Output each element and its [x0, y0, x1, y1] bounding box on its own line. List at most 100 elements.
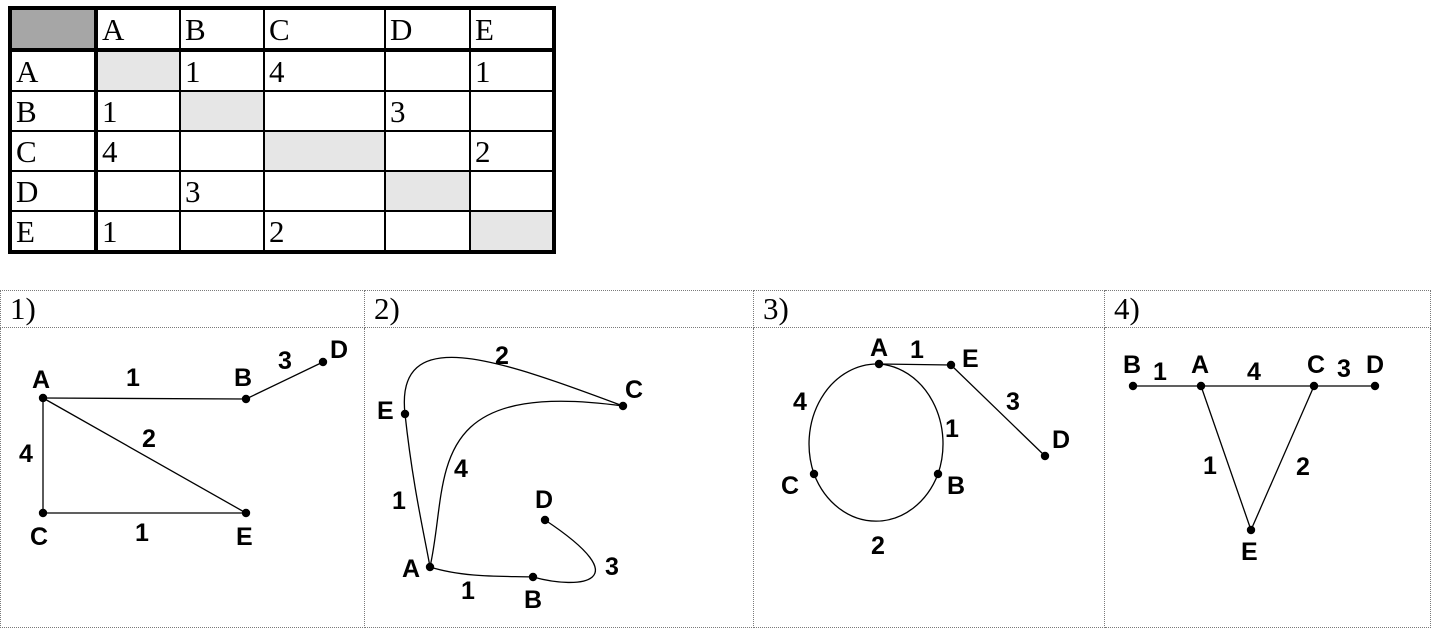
table-cell: 1	[469, 49, 555, 92]
vertex-label-c: C	[1307, 351, 1325, 379]
vertex-label-a: A	[870, 334, 888, 362]
table-cell-diagonal	[179, 90, 265, 132]
table-cell	[179, 210, 265, 253]
vertex-b	[528, 572, 538, 582]
edge-c-e	[1250, 385, 1315, 531]
vertex-b	[1128, 381, 1138, 391]
vertex-d	[1370, 381, 1380, 391]
table-row-header: E	[9, 210, 98, 253]
table-cell	[384, 49, 471, 92]
table-row-header: D	[9, 170, 98, 212]
edge-a-c	[808, 363, 880, 475]
edge-weight-a-c: 4	[793, 388, 807, 416]
vertex-c	[38, 508, 48, 518]
table-col-header: E	[469, 7, 555, 52]
edge-weight-c-e: 1	[135, 519, 149, 547]
edge-weight-a-e: 1	[1203, 452, 1217, 480]
edge-weight-a-e: 1	[910, 336, 924, 364]
vertex-label-b: B	[947, 472, 965, 500]
vertex-d	[1040, 451, 1050, 461]
edge-a-e	[1200, 385, 1252, 531]
table-col-header: C	[263, 7, 386, 52]
option-1-cell: A B D C E 1 3 4 2 1	[0, 327, 365, 628]
table-header-row: A B C D E	[9, 7, 555, 52]
table-cell: 3	[384, 90, 471, 132]
edge-weight-e-c: 2	[495, 342, 509, 370]
table-cell-diagonal	[95, 49, 181, 92]
edge-a-e	[878, 363, 952, 366]
table-row: B 1 3	[9, 90, 555, 132]
table-cell: 4	[95, 130, 181, 172]
graph-option-4: B A C D E 1 4 3 1 2	[1123, 351, 1384, 566]
vertex-c	[809, 469, 819, 479]
vertex-label-e: E	[962, 345, 979, 373]
edge-a-b	[42, 397, 247, 400]
table-col-header: D	[384, 7, 471, 52]
vertex-label-d: D	[535, 486, 553, 514]
table-cell: 1	[95, 210, 181, 253]
table-cell: 1	[95, 90, 181, 132]
vertex-label-c: C	[625, 376, 643, 404]
edge-weight-c-e: 2	[1296, 453, 1310, 481]
vertex-label-a: A	[1191, 351, 1209, 379]
edge-weight-a-b: 1	[945, 415, 959, 443]
vertex-d	[540, 515, 550, 525]
adjacency-table: A B C D E A 1 4 1 B 1 3 C 4 2 D 3 E 1	[8, 6, 556, 254]
vertex-label-b: B	[1123, 351, 1141, 379]
vertex-c	[618, 401, 628, 411]
edge-weight-a-c: 4	[454, 455, 468, 483]
edge-e-a	[404, 413, 431, 568]
option-label: 4)	[1104, 290, 1431, 328]
vertex-label-e: E	[377, 397, 394, 425]
table-cell: 4	[263, 49, 386, 92]
edge-e-c	[403, 356, 624, 415]
table-cell: 1	[179, 49, 265, 92]
vertex-a	[425, 562, 435, 572]
table-row-header: B	[9, 90, 98, 132]
edge-weight-a-e: 2	[142, 425, 156, 453]
vertex-label-a: A	[32, 366, 50, 394]
vertex-label-b: B	[524, 586, 542, 614]
graph-option-2: E C A B D 2 1 4 1 3	[377, 342, 643, 614]
vertex-label-d: D	[1366, 351, 1384, 379]
edge-c-b	[813, 473, 939, 522]
option-label: 1)	[0, 290, 365, 328]
vertex-e	[241, 508, 251, 518]
vertex-label-b: B	[234, 364, 252, 392]
option-4-cell: B A C D E 1 4 3 1 2	[1104, 327, 1431, 628]
table-row: E 1 2	[9, 210, 555, 253]
vertex-a	[874, 359, 884, 369]
table-cell	[263, 90, 386, 132]
edge-a-b	[878, 363, 944, 475]
edge-a-e	[42, 397, 247, 514]
edge-weight-b-d: 3	[605, 553, 619, 581]
vertex-label-c: C	[781, 472, 799, 500]
vertex-label-d: D	[1052, 426, 1070, 454]
table-cell: 3	[179, 170, 265, 212]
vertex-label-d: D	[330, 336, 348, 364]
table-row: D 3	[9, 170, 555, 212]
edge-weight-a-c: 4	[1247, 358, 1261, 386]
edge-weight-a-b: 1	[461, 577, 475, 605]
edge-weight-c-d: 3	[1337, 355, 1351, 383]
table-cell-diagonal	[384, 170, 471, 212]
table-row-header: C	[9, 130, 98, 172]
table-cell	[469, 170, 555, 212]
vertex-label-e: E	[1241, 538, 1258, 566]
table-cell	[384, 130, 471, 172]
table-cell	[384, 210, 471, 253]
edge-a-b	[429, 566, 534, 578]
edge-b-d	[245, 361, 324, 400]
vertex-e	[1246, 525, 1256, 535]
vertex-a	[38, 393, 48, 403]
graph-option-3: A E B C D 1 3 1 4 2	[781, 334, 1070, 560]
table-cell: 2	[263, 210, 386, 253]
vertex-e	[400, 409, 410, 419]
table-cell	[263, 170, 386, 212]
table-cell-diagonal	[263, 130, 386, 172]
option-2-cell: E C A B D 2 1 4 1 3	[364, 327, 754, 628]
vertex-c	[1309, 381, 1319, 391]
table-row: C 4 2	[9, 130, 555, 172]
table-cell	[95, 170, 181, 212]
vertex-label-c: C	[30, 523, 48, 551]
